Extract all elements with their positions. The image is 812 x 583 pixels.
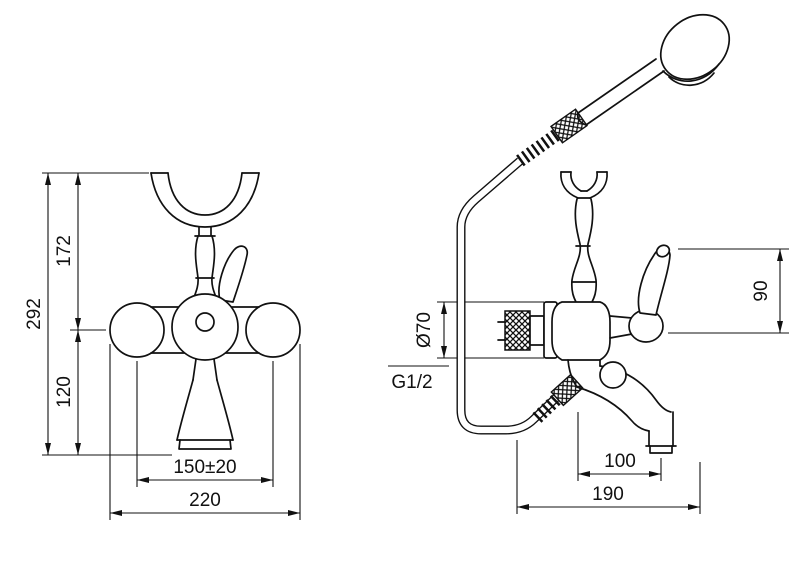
dim-label-120: 120 (54, 376, 75, 408)
front-dimension-lines (42, 172, 301, 520)
spout-front (176, 358, 234, 450)
lever-handle-side (637, 247, 671, 316)
side-dimension-lines (388, 248, 789, 514)
cap-screw (195, 312, 215, 332)
connection-nut (504, 310, 531, 351)
front-dimension-labels: 172 292 120 150±20 220 (24, 235, 237, 511)
right-inlet (245, 302, 301, 358)
front-view: 172 292 120 150±20 220 (24, 172, 301, 520)
dim-label-90: 90 (751, 280, 772, 301)
shower-handle (577, 58, 657, 114)
dim-label-172: 172 (54, 235, 75, 267)
shower-head (659, 13, 731, 81)
mixer-body-side (551, 244, 671, 388)
dim-label-190: 190 (592, 484, 624, 505)
hand-shower (576, 13, 731, 126)
dim-label-diameter-70: Ø70 (414, 312, 435, 348)
dim-label-220: 220 (189, 490, 221, 511)
connection-collar (529, 315, 545, 346)
lever-handle-front (218, 245, 249, 303)
dim-label-292: 292 (24, 298, 45, 330)
shower-cradle (150, 172, 260, 237)
upper-spring-guard (513, 129, 560, 169)
handle-dome (628, 309, 664, 343)
valve-boss (171, 293, 239, 361)
side-dimension-labels: Ø70 G1/2 90 100 190 (391, 280, 772, 505)
fork-holder (560, 171, 608, 199)
dim-label-thread-g12: G1/2 (391, 372, 432, 393)
diverter-knob (599, 361, 627, 389)
dim-label-100: 100 (604, 451, 636, 472)
riser-column-side (570, 198, 598, 303)
spout-side (576, 361, 677, 454)
wall-connection (497, 301, 558, 359)
shower-hose (456, 108, 588, 435)
dim-label-150: 150±20 (173, 457, 236, 478)
left-inlet (109, 302, 165, 358)
side-view: Ø70 G1/2 90 100 190 (388, 13, 789, 514)
mixer-body-front (109, 245, 301, 361)
